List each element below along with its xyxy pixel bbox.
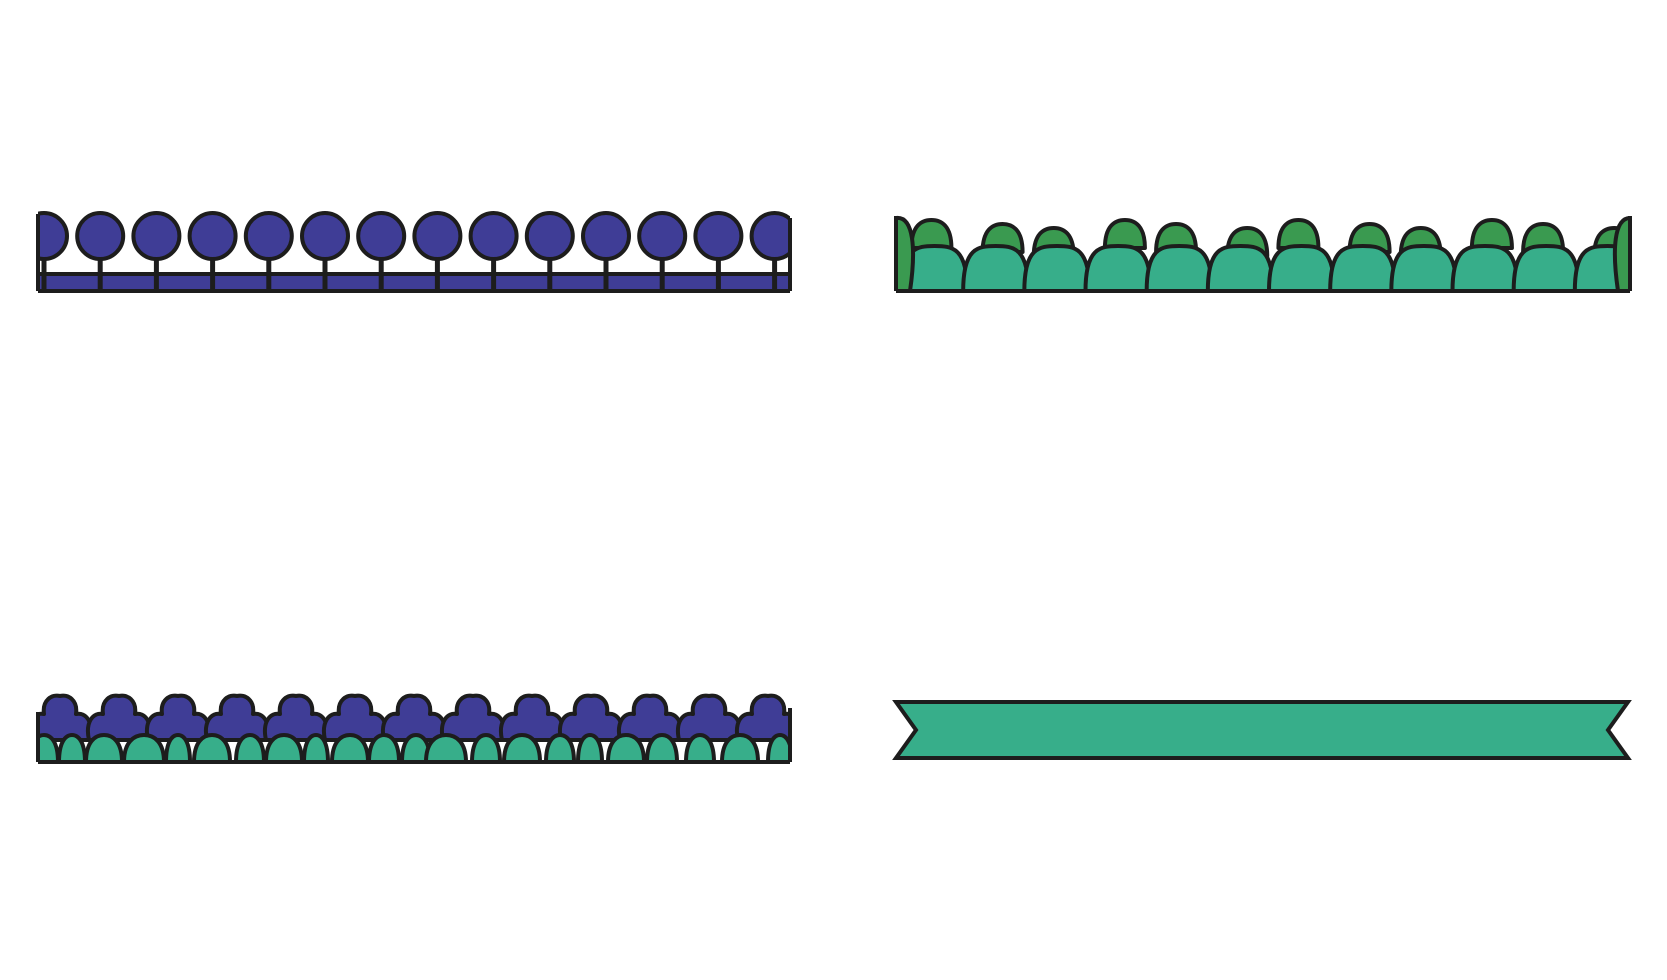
shrub-clover — [204, 693, 270, 742]
shrub-border — [36, 693, 792, 764]
shrub-clover — [86, 693, 152, 742]
ribbon-shape — [892, 700, 1632, 760]
shrub-front-bush — [264, 733, 304, 762]
shrub-front-bush — [192, 733, 232, 762]
tree-canopy — [524, 211, 575, 261]
tree-canopy — [581, 211, 631, 261]
shrub-front-bush — [645, 733, 679, 762]
shrub-front-bush — [302, 733, 330, 762]
grass-leaf — [1469, 218, 1514, 250]
shrub-clover — [440, 693, 506, 742]
shrub-front-bush — [502, 733, 542, 762]
tree-canopy — [243, 211, 294, 261]
tree-canopy — [749, 211, 790, 261]
shrub-front-bush — [164, 733, 192, 762]
ribbon-banner — [892, 700, 1632, 760]
shrub-clover — [676, 693, 742, 742]
grass-leaf — [1102, 218, 1147, 250]
tree-canopy — [187, 211, 238, 261]
tree-canopy — [356, 211, 407, 261]
shrub-clover — [558, 693, 624, 742]
shrub-front-bush — [720, 733, 760, 762]
grass-bush — [1083, 244, 1153, 291]
shrub-clover — [617, 693, 683, 742]
tree-canopy — [693, 211, 744, 261]
grass-leaf — [909, 218, 954, 250]
grass-bush — [1328, 244, 1398, 291]
grass-leaf — [1276, 218, 1321, 250]
grass-bush — [961, 244, 1031, 291]
shrub-clover — [322, 693, 388, 742]
grass-bush — [1389, 244, 1459, 291]
shrub-front-bush — [234, 733, 266, 762]
tree-canopy — [75, 211, 126, 261]
shrub-clover — [263, 693, 329, 742]
grass-edge-leaf-left — [896, 216, 916, 291]
grass-border — [894, 216, 1632, 293]
tree-canopy — [131, 211, 182, 261]
shrub-front-bush — [544, 733, 576, 762]
shrub-front-bush — [606, 733, 646, 762]
grass-bush — [1022, 244, 1092, 291]
grass-row — [896, 216, 1630, 291]
shrub-front-bush — [470, 733, 502, 762]
grass-bush — [1267, 244, 1337, 291]
shrub-clover — [735, 693, 790, 742]
tree-base-band — [38, 272, 790, 291]
grass-bush — [1144, 244, 1214, 291]
tree-canopy — [637, 211, 688, 261]
tree-canopy — [38, 211, 69, 261]
shrub-front-bush — [684, 733, 716, 762]
shrub-row — [38, 693, 790, 762]
grass-bush — [1450, 244, 1520, 291]
shrub-front-bush — [84, 733, 124, 762]
shrub-front-bush — [766, 733, 790, 762]
tree-canopy — [468, 211, 519, 261]
shrub-clover — [145, 693, 211, 742]
shrub-front-bush — [576, 733, 604, 762]
tree-row — [38, 211, 790, 291]
grass-bush — [1511, 244, 1581, 291]
grass-edge-leaf-right — [1612, 216, 1630, 291]
shrub-clover — [38, 693, 93, 742]
shrub-front-bush — [330, 733, 370, 762]
shrub-front-bush — [122, 733, 166, 762]
tree-border — [36, 211, 792, 293]
grass-bush — [1205, 244, 1275, 291]
tree-canopy — [300, 211, 350, 261]
shrub-clover — [499, 693, 565, 742]
shrub-clover — [381, 693, 447, 742]
shrub-front-bush — [57, 733, 87, 762]
tree-canopy — [412, 211, 463, 261]
shrub-front-bush — [38, 733, 60, 762]
shrub-front-bush — [367, 733, 401, 762]
shrub-front-bush — [424, 733, 468, 762]
